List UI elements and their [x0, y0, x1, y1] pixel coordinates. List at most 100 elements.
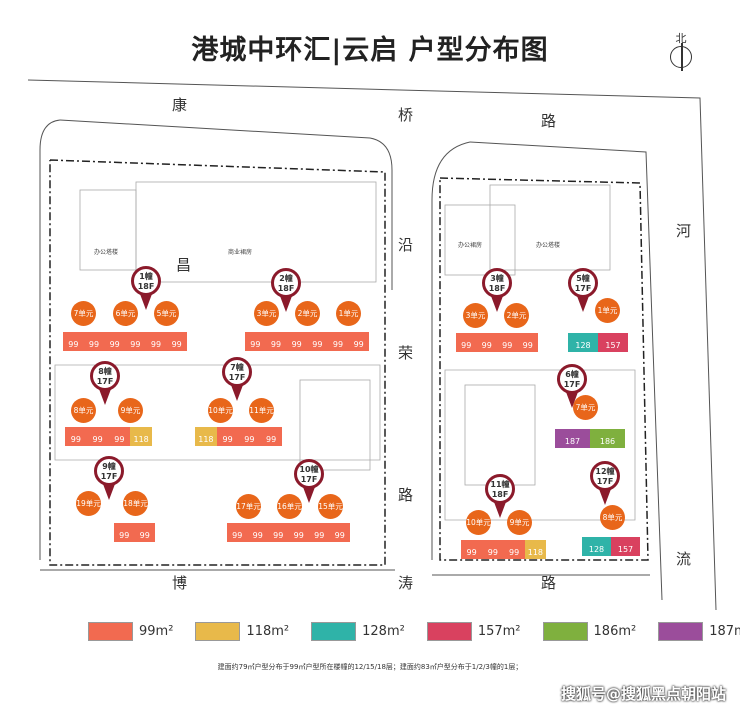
building-name: 12幢: [595, 467, 615, 476]
building-name: 1幢: [139, 272, 153, 281]
unit-cell: 99: [327, 327, 349, 351]
unit-cell: 118: [524, 535, 546, 559]
building-floors: 18F: [277, 284, 295, 293]
unit-cell: 118: [195, 422, 217, 446]
unit-cell: 128: [582, 532, 611, 556]
page-title: 港城中环汇|云启 户型分布图: [191, 35, 549, 66]
legend-swatch: [88, 622, 133, 641]
north-compass-icon: 北: [664, 30, 698, 71]
legend-swatch: [658, 622, 704, 641]
unit-badge: 3单元: [463, 303, 488, 328]
legend-swatch: [542, 622, 588, 641]
road-label: 康: [172, 96, 188, 114]
building-floors: 18F: [137, 282, 155, 291]
unit-cell: 99: [65, 422, 87, 446]
unit-badge: 11单元: [249, 398, 274, 423]
unit-cell: 99: [517, 328, 538, 352]
footnote: 建面约79㎡户型分布于99㎡户型所在楼幢的12/15/18层；建面约83㎡户型分…: [217, 663, 523, 671]
unit-cell: 99: [265, 327, 287, 351]
unit-cell: 99: [104, 327, 126, 351]
unit-badge: 17单元: [236, 494, 261, 519]
unit-cell: 128: [568, 328, 598, 352]
road-label: 路: [398, 486, 414, 504]
road-label: 路: [541, 112, 557, 130]
area-label: 办公裙房: [458, 242, 483, 249]
road-label: 荣: [398, 344, 414, 362]
building-name: 6幢: [565, 370, 579, 379]
legend-item: 99m²: [88, 622, 173, 641]
building-name: 5幢: [576, 274, 590, 283]
unit-cell: 99: [114, 518, 135, 542]
unit-cell: 99: [238, 422, 261, 446]
unit-badge: 6单元: [113, 301, 138, 326]
unit-badge: 16单元: [277, 494, 302, 519]
building-floors: 17F: [228, 373, 246, 382]
north-label: 北: [675, 32, 687, 45]
unit-cell: 99: [166, 327, 188, 351]
unit-cell: 99: [63, 327, 84, 351]
area-label: 办公塔楼: [536, 242, 561, 249]
unit-badge: 10单元: [466, 510, 491, 535]
road-label: 桥: [398, 106, 414, 124]
road-label: 博: [172, 574, 188, 592]
unit-cell: 118: [130, 422, 152, 446]
unit-badge: 2单元: [504, 303, 529, 328]
unit-cell: 157: [611, 532, 640, 556]
unit-cell: 99: [86, 422, 109, 446]
unit-cell: 99: [482, 535, 504, 559]
unit-cell: 99: [245, 327, 266, 351]
legend-swatch: [311, 622, 357, 641]
unit-cell: 99: [247, 518, 268, 542]
legend-label: 99m²: [139, 624, 174, 639]
legend-label: 187m²: [709, 624, 740, 639]
building-name: 8幢: [98, 367, 112, 376]
unit-cell: 186: [590, 424, 625, 448]
unit-badge: 9单元: [118, 398, 143, 423]
building-name: 10幢: [299, 465, 319, 474]
unit-cell: 99: [227, 518, 248, 542]
legend: 99m²118m²128m²157m²186m²187m²: [88, 622, 740, 641]
unit-badge: 3单元: [254, 301, 279, 326]
unit-badge: 7单元: [71, 301, 96, 326]
unit-cell: 99: [216, 422, 239, 446]
building-name: 7幢: [230, 363, 244, 372]
unit-badge: 10单元: [208, 398, 233, 423]
legend-label: 118m²: [246, 624, 290, 639]
unit-cell: 99: [497, 328, 518, 352]
watermark: 搜狐号@搜狐黑点朝阳站: [560, 685, 726, 703]
unit-cell: 99: [125, 327, 146, 351]
building-name: 11幢: [490, 480, 510, 489]
area-label: 办公塔楼: [94, 249, 119, 256]
legend-swatch: [426, 622, 472, 641]
legend-item: 118m²: [195, 622, 289, 641]
unit-badge: 9单元: [507, 510, 532, 535]
unit-badge: 8单元: [600, 505, 625, 530]
unit-cell: 99: [145, 327, 167, 351]
unit-badge: 15单元: [318, 494, 343, 519]
area-label: 商业裙房: [228, 249, 253, 256]
road-label: 河: [676, 222, 692, 240]
unit-cell: 99: [288, 518, 309, 542]
unit-cell: 99: [456, 328, 477, 352]
road-label: 沿: [398, 236, 414, 254]
building-floors: 18F: [491, 490, 509, 499]
legend-item: 128m²: [311, 622, 405, 641]
unit-cell: 99: [286, 327, 308, 351]
